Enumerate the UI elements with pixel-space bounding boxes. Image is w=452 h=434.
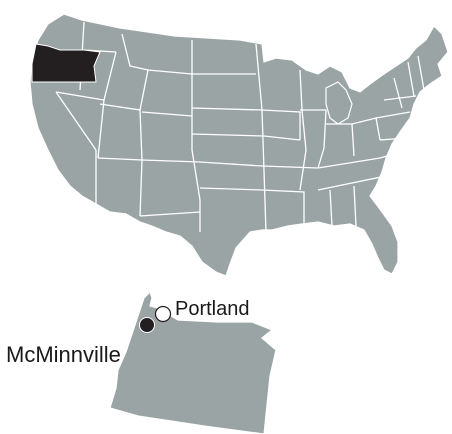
us-mainland-shape [29,13,449,277]
us-state-borders [55,21,425,233]
us-map [29,13,449,277]
mcminnville-marker [139,317,155,333]
us-michigan-shape [325,81,353,125]
portland-marker [154,305,172,323]
us-state-oregon-highlight [31,43,101,83]
oregon-inset: Portland McMinnville [6,290,277,434]
mcminnville-label: McMinnville [6,342,121,367]
portland-label: Portland [175,298,250,320]
